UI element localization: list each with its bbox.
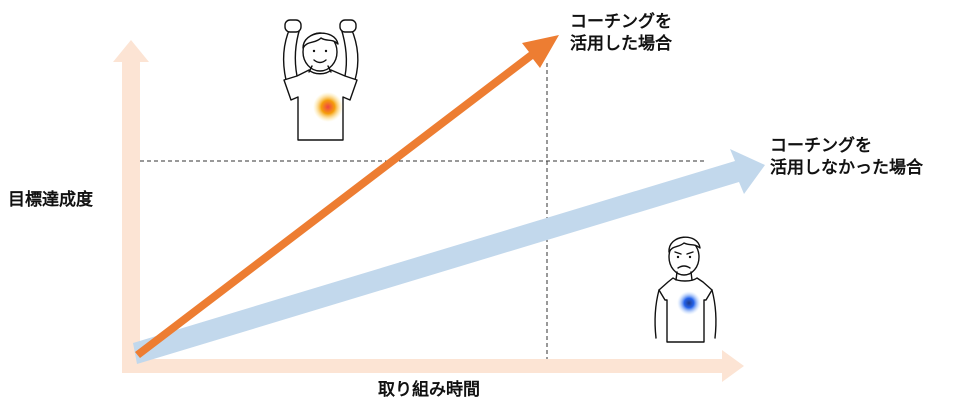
sad-person-icon (654, 236, 717, 343)
with-coaching-label-line-1: コーチングを (570, 12, 672, 32)
without-coaching-arrow (133, 149, 765, 364)
cheering-person-icon (282, 19, 359, 141)
with-coaching-label: コーチングを 活用した場合 (570, 11, 672, 55)
without-coaching-label-line-2: 活用しなかった場合 (770, 158, 923, 178)
x-axis-label: 取り組み時間 (378, 380, 480, 400)
y-axis-arrow (113, 40, 149, 373)
axes (113, 40, 744, 382)
with-coaching-arrow (135, 35, 559, 358)
with-coaching-label-line-2: 活用した場合 (570, 34, 672, 54)
without-coaching-label: コーチングを 活用しなかった場合 (770, 135, 923, 179)
y-axis-label: 目標達成度 (8, 190, 93, 210)
guide-lines (140, 63, 706, 359)
x-axis-arrow (122, 350, 744, 382)
without-coaching-label-line-1: コーチングを (770, 136, 872, 156)
